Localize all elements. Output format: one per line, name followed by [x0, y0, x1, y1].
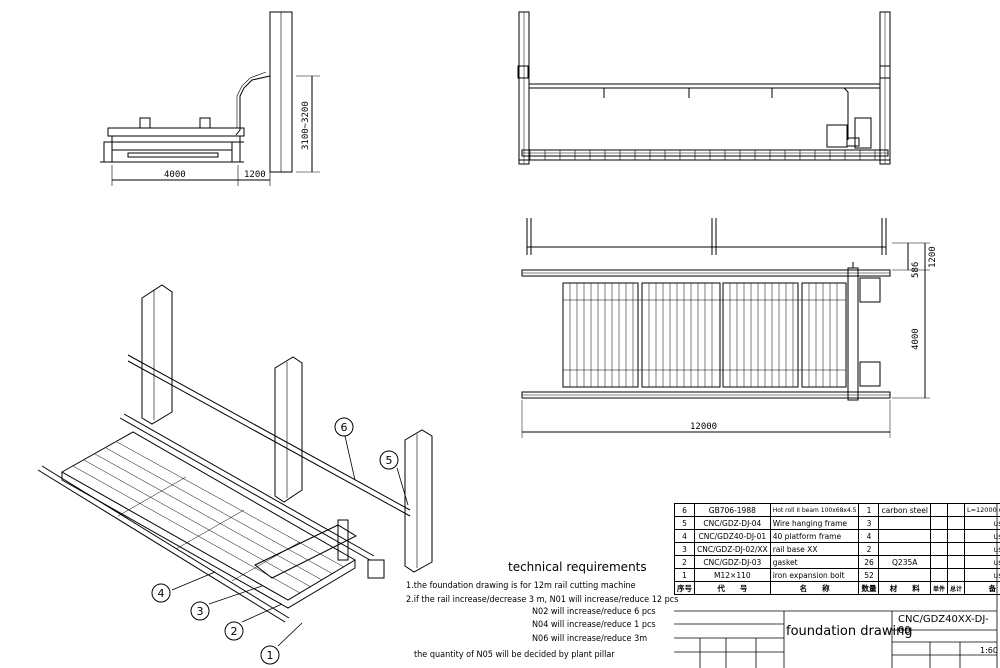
bom-material	[878, 529, 931, 543]
callout-3: 3	[197, 605, 204, 618]
plan-width-dim: 586	[911, 262, 921, 278]
callout-leaders	[171, 435, 409, 647]
bom-row: 6 GB706-1988 Hot roll II beam 100x68x4.5…	[674, 503, 1000, 517]
bom-name: gasket	[769, 555, 860, 569]
side-height-dim: 3100~3200	[301, 101, 311, 150]
bom-material	[878, 568, 931, 582]
requirement-line-5: N06 will increase/reduce 3m	[532, 634, 648, 644]
plan-view	[521, 218, 930, 438]
bill-of-materials: 6 GB706-1988 Hot roll II beam 100x68x4.5…	[674, 503, 1000, 595]
bom-header-unit-weight: 单件	[929, 581, 948, 595]
bom-remark: user make	[963, 568, 1000, 582]
plan-grid-slats	[563, 283, 846, 387]
bom-header-qty: 数量	[858, 581, 880, 595]
bom-code: M12×110	[694, 568, 771, 582]
bom-remark: user make	[963, 555, 1000, 569]
bom-header-total-weight: 总计	[946, 581, 965, 595]
bom-remark: user make	[963, 542, 1000, 556]
bom-qty: 4	[858, 529, 880, 543]
bom-code: GB706-1988	[694, 503, 771, 517]
bom-row: 4 CNC/GDZ40-DJ-01 40 platform frame 4 us…	[674, 529, 1000, 543]
bom-qty: 26	[858, 555, 880, 569]
bom-no: 1	[674, 568, 695, 582]
bom-header-row: 序号 代 号 名 称 数量 材 料 单件 总计 备 注	[674, 581, 1000, 595]
bom-header-code: 代 号	[694, 581, 771, 595]
bom-row: 2 CNC/GDZ-DJ-03 gasket 26 Q235A user mak…	[674, 555, 1000, 569]
bom-name: Wire hanging frame	[769, 516, 860, 530]
requirement-line-4: N04 will increase/reduce 1 pcs	[532, 620, 656, 630]
bom-remark: user make	[963, 516, 1000, 530]
bom-header-name: 名 称	[769, 581, 860, 595]
bom-no: 5	[674, 516, 695, 530]
bom-material	[878, 516, 931, 530]
side-length-dim: 4000	[164, 170, 186, 180]
bom-material: Q235A	[878, 555, 931, 569]
callout-1: 1	[267, 649, 274, 662]
requirement-line-3: N02 will increase/reduce 6 pcs	[532, 607, 656, 617]
bom-code: CNC/GDZ40-DJ-01	[694, 529, 771, 543]
bom-code: CNC/GDZ-DJ-04	[694, 516, 771, 530]
bom-remark: L=12000 user make	[963, 503, 1000, 517]
isometric-grid-lines	[72, 441, 345, 594]
callout-circles	[151, 417, 399, 665]
requirement-line-1: 1.the foundation drawing is for 12m rail…	[406, 581, 636, 591]
side-view	[100, 11, 320, 186]
bom-header-no: 序号	[674, 581, 695, 595]
bom-row: 3 CNC/GDZ-DJ-02/XX rail base XX 2 user m…	[674, 542, 1000, 556]
bom-qty: 2	[858, 542, 880, 556]
callout-6: 6	[341, 421, 348, 434]
bom-no: 6	[674, 503, 695, 517]
bom-qty: 52	[858, 568, 880, 582]
bom-material	[878, 542, 931, 556]
bom-header-material: 材 料	[878, 581, 931, 595]
isometric-view	[37, 284, 433, 623]
front-rail-ticks	[529, 150, 876, 160]
drawing-scale: 1:60	[980, 646, 998, 655]
bom-no: 4	[674, 529, 695, 543]
callout-5: 5	[386, 454, 393, 467]
requirement-line-2: 2.if the rail increase/decrease 3 m, N01…	[406, 595, 679, 605]
front-elevation	[517, 11, 891, 165]
callout-2: 2	[231, 625, 238, 638]
bom-name: iron expansion bolt	[769, 568, 860, 582]
bom-name: rail base XX	[769, 542, 860, 556]
callout-4: 4	[158, 587, 165, 600]
bom-row: 1 M12×110 iron expansion bolt 52 user ma…	[674, 568, 1000, 582]
bom-no: 2	[674, 555, 695, 569]
drawing-name: foundation drawing	[786, 624, 913, 639]
bom-name: 40 platform frame	[769, 529, 860, 543]
technical-requirements-title: technical requirements	[508, 560, 647, 574]
side-offset-dim: 1200	[244, 170, 266, 180]
drawing-code: CNC/GDZ40XX-DJ-00	[898, 614, 989, 636]
bom-qty: 3	[858, 516, 880, 530]
plan-length-dim: 12000	[690, 422, 717, 432]
bom-no: 3	[674, 542, 695, 556]
requirement-line-6: the quantity of N05 will be decided by p…	[414, 650, 615, 660]
bom-header-remark: 备 注	[963, 581, 1000, 595]
bom-code: CNC/GDZ-DJ-02/XX	[694, 542, 771, 556]
plan-offset-dim: 1200	[928, 246, 938, 268]
bom-remark: user make	[963, 529, 1000, 543]
bom-material: carbon steel	[878, 503, 931, 517]
bom-row: 5 CNC/GDZ-DJ-04 Wire hanging frame 3 use…	[674, 516, 1000, 530]
plan-depth-dim: 4000	[911, 328, 921, 350]
bom-name: Hot roll II beam 100x68x4.5	[769, 503, 860, 517]
bom-qty: 1	[858, 503, 880, 517]
bom-code: CNC/GDZ-DJ-03	[694, 555, 771, 569]
